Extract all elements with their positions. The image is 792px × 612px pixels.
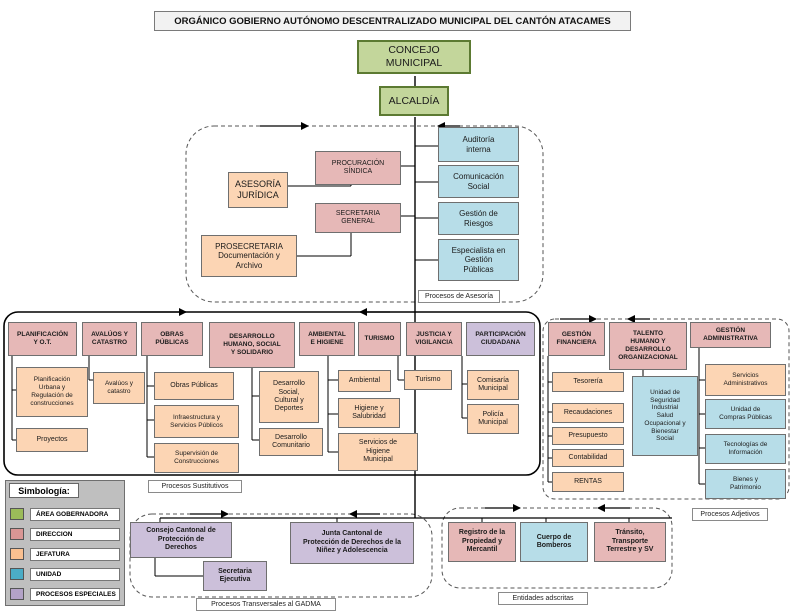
direction-obras-publicas: OBRAS PÚBLICAS — [141, 322, 203, 356]
direction-talento-humano: TALENTO HUMANO Y DESARROLLO ORGANIZACION… — [609, 322, 687, 370]
asesoria-juridica-box: ASESORÍA JURÍDICA — [228, 172, 288, 208]
transito-box: Tránsito, Transporte Terrestre y SV — [594, 522, 666, 562]
direction-planificacion: PLANIFICACIÓN Y O.T. — [8, 322, 77, 356]
unit-contabilidad: Contabilidad — [552, 449, 624, 467]
direction-desarrollo-humano: DESARROLLO HUMANO, SOCIAL Y SOLIDARIO — [209, 322, 295, 368]
legend-swatch — [10, 528, 24, 540]
secretaria-general-box: SECRETARIA GENERAL — [315, 203, 401, 233]
direction-turismo: TURISMO — [358, 322, 401, 356]
direction-avaluos: AVALÚOS Y CATASTRO — [82, 322, 137, 356]
unit-bienes-patrimonio: Bienes y Patrimonio — [705, 469, 786, 499]
alcaldia-box: ALCALDÍA — [379, 86, 449, 116]
org-chart-title: ORGÁNICO GOBIERNO AUTÓNOMO DESCENTRALIZA… — [154, 11, 631, 31]
concejo-municipal-box: CONCEJO MUNICIPAL — [357, 40, 471, 74]
auditoria-interna-box: Auditoría interna — [438, 127, 519, 162]
unit-infraestructura: Infraestructura y Servicios Públicos — [154, 405, 239, 438]
legend-swatch — [10, 588, 24, 600]
legend-swatch — [10, 568, 24, 580]
unit-avaluos-catastro: Avalúos y catastro — [93, 372, 145, 404]
unit-rentas: RENTAS — [552, 472, 624, 492]
comunicacion-social-box: Comunicación Social — [438, 165, 519, 198]
unit-seguridad-industrial: Unidad de Seguridad Industrial Salud Ocu… — [632, 376, 698, 456]
unit-tesoreria: Tesorería — [552, 372, 624, 392]
unit-comisaria: Comisaría Municipal — [467, 370, 519, 400]
legend-label: PROCESOS ESPECIALES — [30, 588, 120, 601]
legend-title: Simbología: — [9, 483, 79, 498]
unit-supervision: Supervisión de Construcciones — [154, 443, 239, 473]
cuerpo-bomberos-box: Cuerpo de Bomberos — [520, 522, 588, 562]
unit-compras-publicas: Unidad de Compras Públicas — [705, 399, 786, 429]
direction-ambiental: AMBIENTAL E HIGIENE — [299, 322, 355, 356]
legend-label: UNIDAD — [30, 568, 120, 581]
legend-swatch — [10, 508, 24, 520]
prosecretaria-box: PROSECRETARIA Documentación y Archivo — [201, 235, 297, 277]
legend-label: DIRECCION — [30, 528, 120, 541]
consejo-cantonal-box: Consejo Cantonal de Protección de Derech… — [130, 522, 232, 558]
unit-recaudaciones: Recaudaciones — [552, 403, 624, 423]
direction-gestion-administrativa: GESTIÓN ADMINISTRATIVA — [690, 322, 771, 348]
unit-desarrollo-social: Desarrollo Social, Cultural y Deportes — [259, 371, 319, 423]
unit-desarrollo-comunitario: Desarrollo Comunitario — [259, 428, 323, 456]
adjetivos-container — [542, 318, 790, 500]
unit-proyectos: Proyectos — [16, 428, 88, 452]
procesos-transversales-label: Procesos Transversales al GADMA — [196, 598, 336, 611]
unit-servicios-administrativos: Servicios Administrativos — [705, 364, 786, 396]
unit-turismo: Turismo — [404, 370, 452, 390]
legend-swatch — [10, 548, 24, 560]
legend-label: ÁREA GOBERNADORA — [30, 508, 120, 521]
direction-participacion: PARTICIPACIÓN CIUDADANA — [466, 322, 535, 356]
direction-justicia: JUSTICIA Y VIGILANCIA — [406, 322, 462, 356]
unit-ambiental: Ambiental — [338, 370, 391, 392]
especialista-gestion-box: Especialista en Gestión Públicas — [438, 239, 519, 281]
direction-gestion-financiera: GESTIÓN FINANCIERA — [548, 322, 605, 356]
registro-propiedad-box: Registro de la Propiedad y Mercantil — [448, 522, 516, 562]
unit-presupuesto: Presupuesto — [552, 427, 624, 445]
unit-servicios-higiene: Servicios de Higiene Municipal — [338, 433, 418, 471]
gestion-riesgos-box: Gestión de Riesgos — [438, 202, 519, 235]
procuracion-sindica-box: PROCURACIÓN SÍNDICA — [315, 151, 401, 185]
procesos-adjetivos-label: Procesos Adjetivos — [692, 508, 768, 521]
unit-policia: Policía Municipal — [467, 404, 519, 434]
junta-cantonal-box: Junta Cantonal de Protección de Derechos… — [290, 522, 414, 564]
procesos-asesoria-label: Procesos de Asesoría — [418, 290, 500, 303]
procesos-sustitutivos-label: Procesos Sustitutivos — [148, 480, 242, 493]
transversales-container — [129, 513, 433, 598]
sustantivos-container — [3, 311, 541, 476]
unit-planificacion-urbana: Planificación Urbana y Regulación de con… — [16, 367, 88, 417]
asesoria-container — [185, 125, 544, 303]
unit-obras-publicas: Obras Públicas — [154, 372, 234, 400]
unit-tecnologias: Tecnologías de Información — [705, 434, 786, 464]
legend: Simbología: ÁREA GOBERNADORA DIRECCION J… — [5, 480, 125, 606]
legend-label: JEFATURA — [30, 548, 120, 561]
unit-higiene-salubridad: Higiene y Salubridad — [338, 398, 400, 428]
entidades-adscritas-label: Entidades adscritas — [498, 592, 588, 605]
secretaria-ejecutiva-box: Secretaria Ejecutiva — [203, 561, 267, 591]
